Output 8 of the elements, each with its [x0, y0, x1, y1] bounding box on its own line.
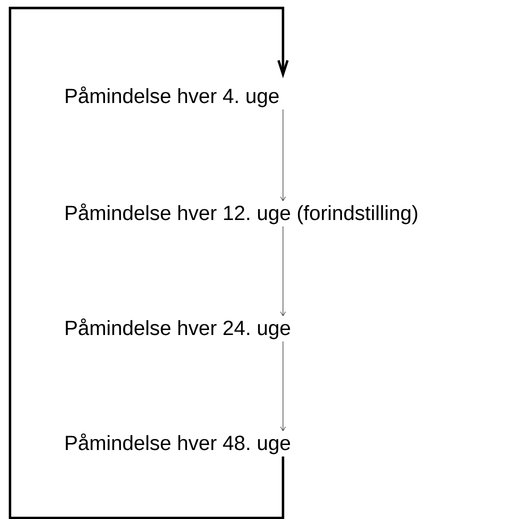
reminder-label: Påmindelse hver 4. uge [66, 86, 279, 108]
arrow [280, 109, 286, 202]
reminder-label: Påmindelse hver 48. uge [66, 433, 290, 454]
arrow [280, 226, 286, 316]
reminder-label: Påmindelse hver 24. uge [66, 318, 290, 340]
arrow [280, 341, 286, 432]
reminder-label: Påmindelse hver 12. uge (forindstilling) [66, 203, 418, 224]
loop-arrow [8, 6, 289, 519]
